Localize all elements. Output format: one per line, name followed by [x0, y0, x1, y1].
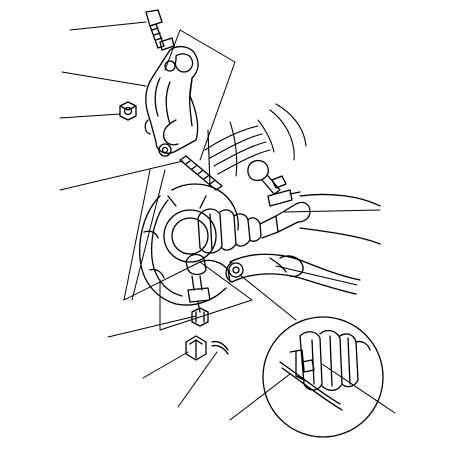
- cotter-pin: [211, 340, 229, 355]
- assembly-lines: [123, 29, 297, 331]
- leader-upper-bolt: [69, 21, 147, 31]
- lower-nut: [185, 335, 207, 361]
- ball-joint: [185, 253, 211, 313]
- lower-arm: [225, 253, 361, 295]
- castle-nut: [191, 307, 209, 327]
- leader-detail-boot-end: [321, 363, 396, 414]
- leader-upper-arm-bracket: [61, 71, 147, 87]
- upper-arm-bracket: [144, 45, 199, 157]
- upper-assembly-bracket: [179, 29, 236, 161]
- strut-spring: [204, 103, 307, 187]
- tie-rod-stud: [179, 155, 223, 191]
- detail-circle: [262, 316, 384, 438]
- tie-rod-end: [247, 159, 301, 207]
- leader-castle-nut: [107, 315, 197, 338]
- leader-tie-rod-stud: [59, 160, 184, 191]
- knuckle-hub: [139, 183, 239, 306]
- drive-shaft-boot: [197, 193, 381, 254]
- leader-lines: [59, 21, 396, 421]
- bracket-nut: [119, 101, 137, 121]
- leader-cotter-pin: [142, 351, 189, 379]
- upper-bolt: [145, 9, 175, 51]
- leader-bracket-nut: [59, 113, 121, 119]
- detail-magnifier: [262, 316, 384, 438]
- leader-detail-pin: [229, 373, 291, 421]
- leader-cotter-pin-wire: [177, 351, 218, 408]
- leader-lower-arm: [275, 265, 358, 286]
- leader-drive-shaft-boot: [283, 209, 381, 213]
